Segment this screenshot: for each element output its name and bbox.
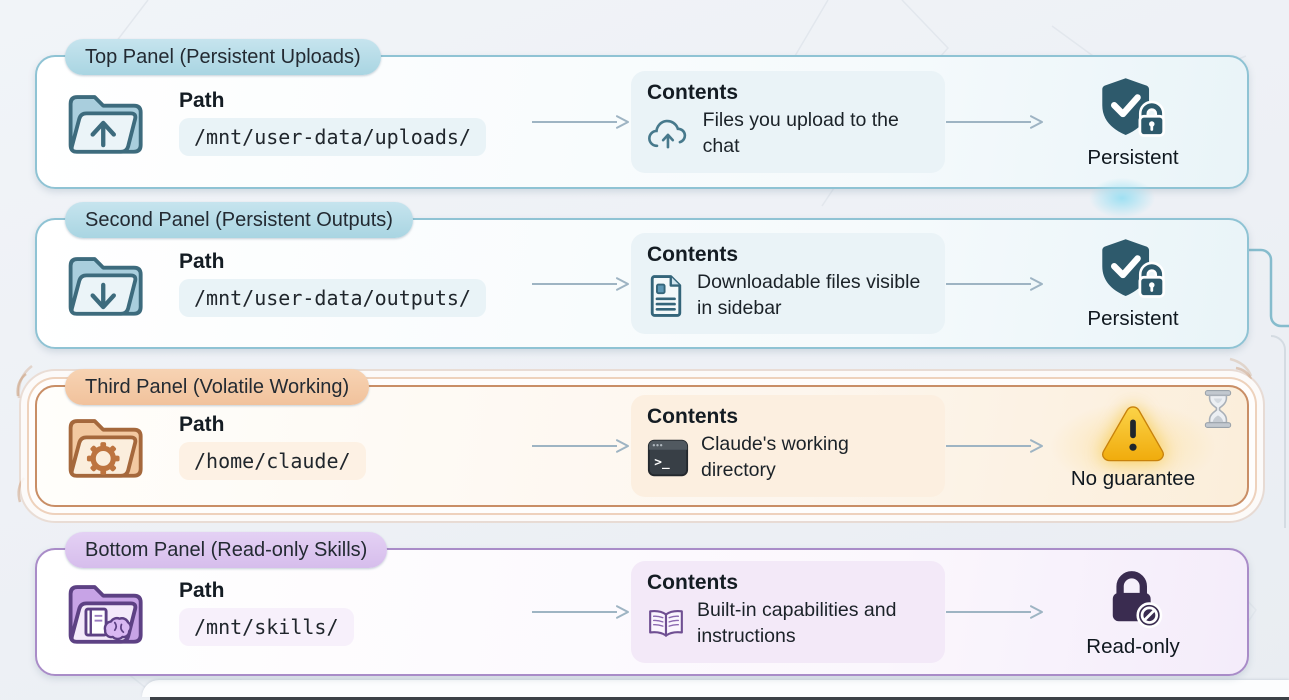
readonly-lock-icon — [1112, 570, 1163, 628]
contents-text: Files you upload to the chat — [702, 109, 899, 157]
panel-title-badge: Bottom Panel (Read-only Skills) — [65, 532, 388, 568]
path-value: /mnt/user-data/outputs/ — [179, 279, 486, 317]
arrow-right-icon — [532, 115, 629, 129]
arrow-right-icon — [532, 605, 629, 619]
contents-box: Contents Built-in capabilities and instr… — [631, 561, 945, 663]
arrow-right-icon — [532, 276, 629, 291]
warning-triangle-icon — [1101, 405, 1165, 461]
contents-text: Built-in capabilities and instructions — [697, 599, 897, 647]
cloud-upload-icon — [648, 119, 687, 149]
arrow-right-icon — [946, 276, 1043, 291]
document-icon — [650, 274, 682, 317]
contents-text: Downloadable files visible in sidebar — [697, 270, 921, 319]
background-card-edge — [142, 680, 1289, 697]
hourglass-icon — [1204, 390, 1232, 428]
panel-readonly-skills: Bottom Panel (Read-only Skills) Path /mn… — [35, 532, 1249, 676]
status-label: No guarantee — [1070, 466, 1196, 490]
arrow-right-icon — [946, 605, 1043, 619]
panel-title-badge: Second Panel (Persistent Outputs) — [65, 202, 413, 238]
path-label: Path — [179, 88, 225, 112]
arrow-right-icon — [946, 115, 1043, 129]
status-label: Persistent — [1087, 307, 1179, 330]
bottom-edge-line — [150, 697, 1289, 700]
path-label: Path — [179, 578, 225, 602]
path-value: /mnt/user-data/uploads/ — [179, 117, 486, 156]
contents-label: Contents — [647, 571, 738, 595]
terminal-icon: >_ — [647, 439, 689, 477]
shield-check-lock-icon — [1102, 239, 1166, 298]
path-label: Path — [179, 250, 225, 273]
contents-label: Contents — [647, 81, 738, 105]
contents-label: Contents — [647, 242, 738, 266]
path-value: /home/claude/ — [179, 441, 366, 480]
panel-persistent-outputs: Second Panel (Persistent Outputs) Path /… — [35, 202, 1249, 349]
path-label: Path — [179, 412, 225, 436]
folder-download-icon — [68, 256, 143, 316]
contents-box: Contents >_ Claude's working directory — [631, 395, 945, 497]
status-label: Read-only — [1086, 634, 1180, 658]
contents-text: Claude's working directory — [700, 433, 849, 481]
folder-gear-icon — [68, 419, 143, 478]
panel-title-badge: Third Panel (Volatile Working) — [65, 369, 370, 405]
contents-box: Contents Files you upload to the chat — [631, 71, 945, 173]
panel-volatile-working: Third Panel (Volatile Working) — [35, 369, 1249, 507]
path-value: /mnt/skills/ — [179, 607, 354, 646]
terminal-prompt-text: >_ — [654, 455, 670, 470]
panel-title-badge: Top Panel (Persistent Uploads) — [65, 39, 381, 75]
contents-box: Contents Downloadable files visible in s… — [631, 232, 945, 335]
panel-persistent-uploads: Top Panel (Persistent Uploads) Path /mnt… — [35, 39, 1249, 189]
folder-skills-icon — [68, 585, 143, 644]
shield-check-lock-icon — [1102, 77, 1166, 137]
arrow-right-icon — [532, 439, 629, 453]
contents-label: Contents — [647, 405, 738, 429]
status-label: Persistent — [1087, 145, 1179, 169]
open-book-icon — [649, 610, 683, 637]
folder-upload-icon — [68, 95, 143, 154]
